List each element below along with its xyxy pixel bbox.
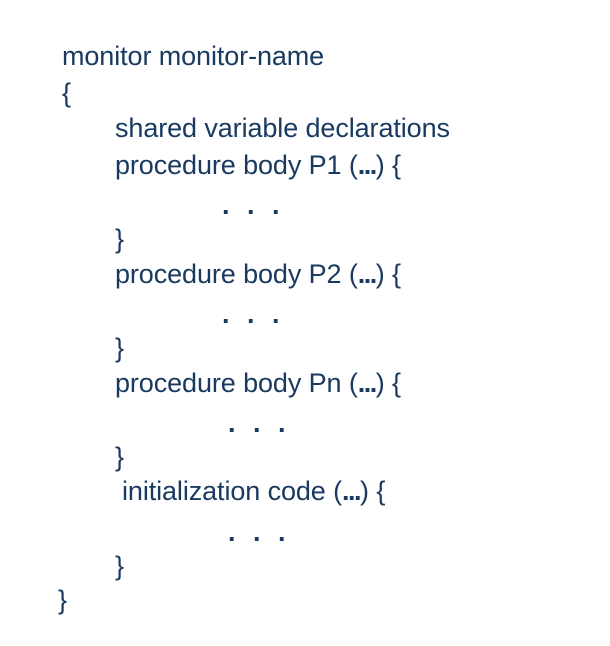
procedure-p1-prefix: procedure body P1 ( bbox=[115, 150, 358, 180]
code-line-procedure-pn-header: procedure body Pn (...) { bbox=[115, 368, 401, 398]
code-line-initialization-close: } bbox=[115, 551, 124, 581]
initialization-ellipsis: ... bbox=[342, 476, 362, 506]
code-line-procedure-p2-body: . . . bbox=[222, 299, 285, 329]
procedure-p2-prefix: procedure body P2 ( bbox=[115, 259, 358, 289]
procedure-p2-ellipsis: ... bbox=[357, 259, 378, 289]
initialization-prefix: initialization code ( bbox=[122, 476, 343, 506]
procedure-p1-suffix: ) { bbox=[375, 150, 401, 180]
procedure-pn-ellipsis: ... bbox=[357, 368, 378, 398]
code-line-procedure-pn-body: . . . bbox=[228, 408, 291, 438]
code-line-procedure-p1-header: procedure body P1 (...) { bbox=[115, 150, 401, 180]
code-line-initialization-header: initialization code (...) { bbox=[122, 476, 385, 506]
code-line-shared-declarations: shared variable declarations bbox=[115, 113, 450, 143]
procedure-p1-ellipsis: ... bbox=[357, 150, 378, 180]
initialization-suffix: ) { bbox=[360, 476, 386, 506]
procedure-pn-suffix: ) { bbox=[375, 368, 401, 398]
procedure-pn-prefix: procedure body Pn ( bbox=[115, 368, 358, 398]
code-line-procedure-p2-header: procedure body P2 (...) { bbox=[115, 259, 401, 289]
code-line-procedure-p2-close: } bbox=[115, 333, 124, 363]
code-line-procedure-p1-close: } bbox=[115, 224, 124, 254]
code-line-procedure-pn-close: } bbox=[115, 442, 124, 472]
code-line-monitor-open-brace: { bbox=[62, 78, 71, 108]
code-line-monitor-header: monitor monitor-name bbox=[62, 41, 325, 71]
code-line-procedure-p1-body: . . . bbox=[222, 190, 285, 220]
code-line-monitor-close-brace: } bbox=[58, 585, 67, 615]
code-line-initialization-body: . . . bbox=[228, 517, 291, 547]
procedure-p2-suffix: ) { bbox=[375, 259, 401, 289]
